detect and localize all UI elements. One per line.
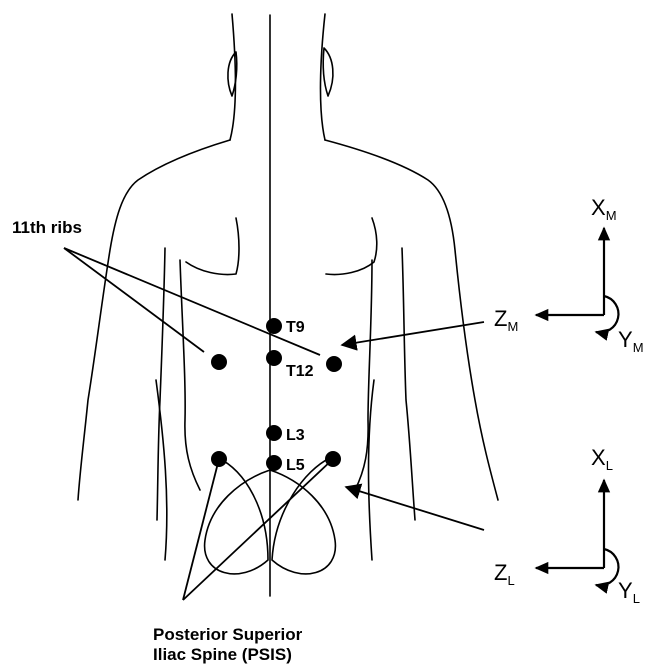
label-t12: T12 [286,363,314,380]
upper-z-label: ZM [494,306,518,334]
psis-label-line2: Iliac Spine (PSIS) [153,645,292,664]
shoulder-right [325,140,498,500]
spine-markers [211,318,342,471]
marker-t12 [266,350,282,366]
lower-z-label: ZL [494,560,515,588]
psis-pointer-lines [183,459,333,600]
waist-left [180,260,200,490]
marker-rib-left [211,354,227,370]
psis-line-left [183,459,219,600]
upper-x-label: XM [591,195,617,223]
arm-inner-right [402,248,415,520]
upper-y-label: YM [618,327,644,355]
lower-y-label: YL [618,578,640,606]
psis-line-right [183,459,333,600]
marker-rib-right [326,356,342,372]
marker-l3 [266,425,282,441]
upper-coordinate-frame: XM ZM YM [494,195,644,355]
buttock-right [270,458,335,574]
ribs-label: 11th ribs [12,218,82,237]
label-l3: L3 [286,427,305,444]
arm-crease-right [369,380,375,560]
waist-right [355,260,372,490]
marker-psis-left [211,451,227,467]
lower-coordinate-frame: XL ZL YL [494,445,640,606]
ear-right [323,48,333,96]
lower-x-label: XL [591,445,613,473]
label-l5: L5 [286,457,305,474]
neck-left [230,14,236,140]
label-t9: T9 [286,319,305,336]
marker-psis-right [325,451,341,467]
marker-t9 [266,318,282,334]
shoulder-left [78,140,230,500]
scapula-left [186,218,239,275]
upper-frame-arrow [342,322,484,345]
scapula-right [326,218,377,275]
marker-l5 [266,455,282,471]
psis-label-line1: Posterior Superior [153,625,303,644]
rib-line-left [64,248,204,352]
lower-frame-arrow [346,487,484,530]
